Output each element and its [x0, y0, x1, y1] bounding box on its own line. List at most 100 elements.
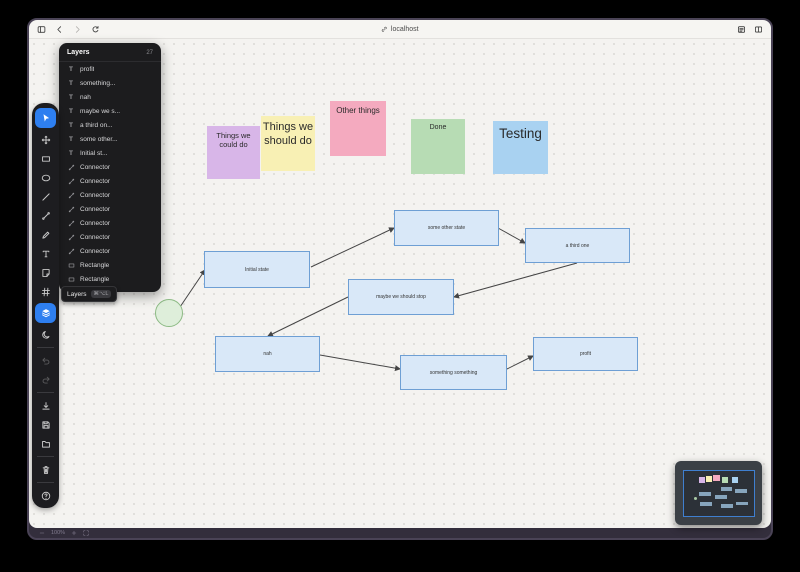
status-bar: 100%: [29, 528, 771, 538]
sticky-note[interactable]: Done: [411, 119, 465, 174]
layer-item-label: something...: [80, 79, 116, 87]
tool-palette: [32, 103, 59, 508]
connector-arrow[interactable]: [179, 269, 206, 308]
toolbar-divider: [37, 482, 54, 483]
sticky-note[interactable]: Other things: [330, 101, 386, 156]
text-layer-icon: T: [69, 135, 73, 143]
layer-item-connector[interactable]: Connector: [59, 216, 161, 230]
start-circle[interactable]: [155, 299, 183, 327]
layer-item-connector[interactable]: Connector: [59, 160, 161, 174]
layer-item-label: Connector: [80, 163, 110, 171]
rectangle-tool[interactable]: [35, 151, 56, 166]
flow-node-label: maybe we should stop: [376, 294, 426, 300]
zoom-out-icon[interactable]: [39, 530, 45, 536]
select-tool[interactable]: [35, 108, 56, 128]
address-bar[interactable]: localhost: [29, 20, 771, 38]
layers-toggle[interactable]: [35, 303, 56, 323]
minimap-shape: [700, 501, 713, 506]
rectangle-layer-icon: [67, 276, 75, 283]
line-tool[interactable]: [35, 189, 56, 204]
minimap-shape: [735, 489, 748, 494]
note-tool[interactable]: [35, 265, 56, 280]
connector-arrow[interactable]: [310, 227, 395, 268]
sticky-note[interactable]: Testing: [493, 121, 548, 174]
trash-button[interactable]: [35, 462, 56, 477]
split-view-icon[interactable]: [754, 25, 763, 34]
sticky-note[interactable]: Things we could do: [207, 126, 260, 179]
layer-item-initialst[interactable]: T Initial st...: [59, 146, 161, 160]
layers-count: 27: [146, 49, 153, 56]
layer-item-connector[interactable]: Connector: [59, 174, 161, 188]
flow-node[interactable]: maybe we should stop: [348, 279, 454, 315]
forward-icon[interactable]: [73, 25, 82, 34]
sticky-note[interactable]: Things we should do: [261, 116, 315, 171]
back-icon[interactable]: [55, 25, 64, 34]
layer-item-label: maybe we s...: [80, 107, 121, 115]
sticky-note-text: Things we should do: [262, 121, 314, 147]
flow-node[interactable]: nah: [215, 336, 320, 372]
grid-tool[interactable]: [35, 284, 56, 299]
minimap-shape: [713, 474, 720, 481]
layer-item-label: Connector: [80, 191, 110, 199]
layers-panel-title: Layers: [67, 49, 90, 56]
redo-button[interactable]: [35, 372, 56, 387]
connector-arrow[interactable]: [267, 296, 349, 337]
text-layer-icon: T: [69, 149, 73, 157]
minimap[interactable]: [675, 461, 762, 525]
connector-arrow[interactable]: [497, 227, 526, 244]
move-tool[interactable]: [35, 132, 56, 147]
connector-arrow[interactable]: [453, 262, 578, 299]
flow-node[interactable]: Initial state: [204, 251, 310, 288]
minimap-shape: [722, 476, 729, 483]
layer-item-rectangle[interactable]: Rectangle: [59, 272, 161, 286]
flow-node-label: nah: [263, 351, 272, 357]
layer-item-rectangle[interactable]: Rectangle: [59, 258, 161, 272]
help-button[interactable]: [35, 488, 56, 503]
layer-item-connector[interactable]: Connector: [59, 202, 161, 216]
download-button[interactable]: [35, 398, 56, 413]
layer-item-label: Connector: [80, 205, 110, 213]
layer-item-connector[interactable]: Connector: [59, 188, 161, 202]
pencil-tool[interactable]: [35, 227, 56, 242]
connector-arrow[interactable]: [319, 354, 401, 372]
undo-button[interactable]: [35, 353, 56, 368]
layer-item-connector[interactable]: Connector: [59, 244, 161, 258]
fit-screen-icon[interactable]: [83, 530, 89, 536]
ellipse-tool[interactable]: [35, 170, 56, 185]
toolbar-divider: [37, 392, 54, 393]
sticky-note-text: Done: [429, 124, 447, 131]
layer-item-label: Initial st...: [80, 149, 108, 157]
connector-tool[interactable]: [35, 208, 56, 223]
layer-item-label: profit: [80, 65, 95, 73]
zoom-in-icon[interactable]: [71, 530, 77, 536]
connector-arrow[interactable]: [506, 355, 534, 370]
theme-toggle[interactable]: [35, 327, 56, 342]
layer-item-connector[interactable]: Connector: [59, 230, 161, 244]
flow-node-label: something something: [429, 369, 478, 376]
layer-item-label: some other...: [80, 135, 118, 143]
reload-icon[interactable]: [91, 25, 100, 34]
flow-node[interactable]: a third one: [525, 228, 630, 263]
connector-layer-icon: [67, 206, 75, 213]
flow-node[interactable]: some other state: [394, 210, 499, 246]
save-button[interactable]: [35, 417, 56, 432]
folder-button[interactable]: [35, 436, 56, 451]
layer-item-label: nah: [80, 93, 91, 101]
layer-item-label: Connector: [80, 233, 110, 241]
sticky-note-text: Other things: [336, 106, 380, 115]
flow-node[interactable]: profit: [533, 337, 638, 371]
sidebar-icon[interactable]: [37, 25, 46, 34]
layer-item-label: Rectangle: [80, 261, 110, 269]
text-tool[interactable]: [35, 246, 56, 261]
connector-layer-icon: [67, 192, 75, 199]
flow-node[interactable]: something something: [400, 355, 507, 390]
reader-icon[interactable]: [737, 25, 746, 34]
minimap-shape: [693, 497, 697, 501]
